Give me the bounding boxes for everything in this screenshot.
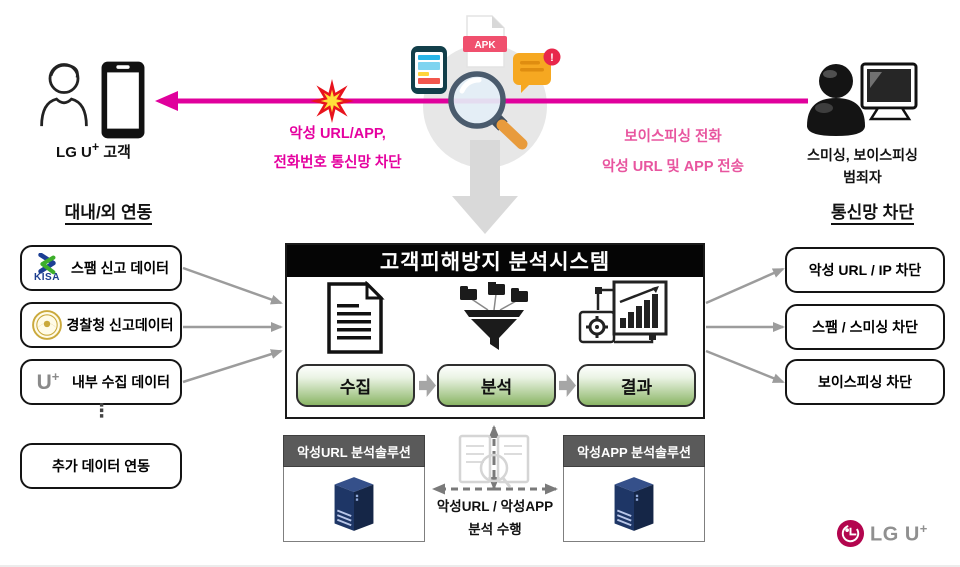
apk-file-icon: APK: [463, 15, 507, 68]
url-solution-header: 악성URL 분석솔루션: [283, 435, 425, 467]
analysis-book-icon: [458, 434, 530, 488]
source-box-additional-label: 추가 데이터 연동: [52, 458, 150, 474]
source-box-internal-label: 내부 수집 데이터: [72, 374, 170, 390]
result-chart-icon: [578, 280, 668, 344]
left-section-heading: 대내/외 연동: [36, 198, 181, 225]
app-solution-header: 악성APP 분석솔루션: [563, 435, 705, 467]
step-analyze: 분석: [437, 364, 556, 407]
more-sources-ellipsis: ⋮: [92, 401, 111, 422]
analysis-exec-text: 악성URL / 악성APP 분석 수행: [436, 499, 554, 537]
attacker-icon: [807, 62, 918, 136]
funnel-icon: [460, 282, 528, 350]
block-box-spam-smishing: 스팸 / 스미싱 차단: [785, 304, 945, 350]
police-emblem-icon: [28, 310, 66, 340]
lg-logo-text: LG U+: [870, 520, 928, 546]
attack-right-text: 보이스피싱 전화 악성 URL 및 APP 전송: [602, 129, 744, 175]
lg-uplus-logo: LG U+: [836, 519, 928, 548]
smishing-phone-icon: [411, 46, 447, 94]
analysis-system-title: 고객피해방지 분석시스템: [287, 245, 703, 277]
source-box-kisa: KISA 스팸 신고 데이터: [20, 245, 182, 291]
customer-label: LG U+ 고객: [56, 140, 131, 161]
source-box-additional: 추가 데이터 연동: [20, 443, 182, 489]
attacker-label: 스미싱, 보이스피싱 범죄자: [807, 147, 918, 185]
document-icon: [327, 281, 385, 354]
customer-person-icon: [40, 63, 88, 127]
lg-symbol-icon: [836, 519, 865, 548]
alert-badge-icon: [543, 48, 561, 66]
source-box-internal: U+ 내부 수집 데이터: [20, 359, 182, 405]
attack-left-text: 악성 URL/APP, 전화번호 통신망 차단: [273, 126, 402, 171]
uplus-logo-icon: U+: [36, 369, 60, 394]
magnifier-icon: [448, 71, 528, 150]
block-box-voicephishing: 보이스피싱 차단: [785, 359, 945, 405]
kisa-logo-icon: KISA: [28, 253, 66, 283]
server-icon: [334, 477, 374, 531]
big-down-arrow: [452, 196, 518, 234]
slide-bottom-edge: [0, 565, 960, 567]
attack-arrow-head: [155, 91, 178, 111]
right-section-heading: 통신망 차단: [800, 198, 945, 225]
server-icon: [614, 477, 654, 531]
step-collect: 수집: [296, 364, 415, 407]
step-result: 결과: [577, 364, 696, 407]
apk-label: APK: [474, 40, 496, 51]
svg-text:!: !: [550, 52, 554, 64]
attack-burst-icon: [310, 79, 354, 123]
url-solution-box: 악성URL 분석솔루션: [283, 435, 425, 542]
source-box-police: 경찰청 신고데이터: [20, 302, 182, 348]
source-box-police-label: 경찰청 신고데이터: [66, 317, 174, 333]
source-box-kisa-label: 스팸 신고 데이터: [71, 260, 169, 276]
block-box-url-ip: 악성 URL / IP 차단: [785, 247, 945, 293]
app-solution-box: 악성APP 분석솔루션: [563, 435, 705, 542]
chat-alert-icon: !: [513, 48, 561, 93]
customer-phone-icon: [101, 61, 145, 139]
